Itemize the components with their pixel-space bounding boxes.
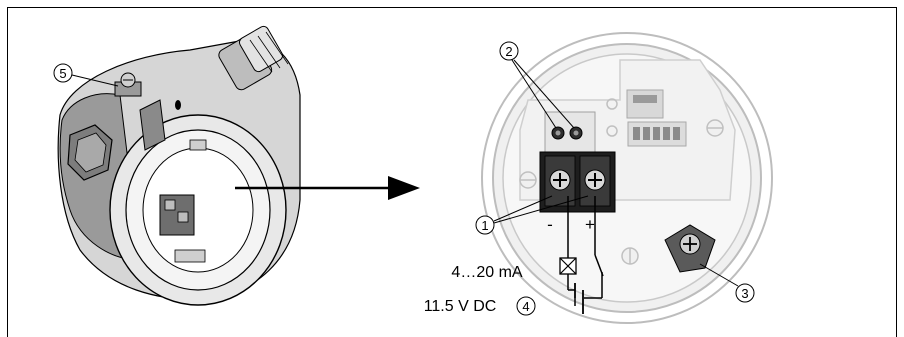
callout-4: 4 (516, 296, 536, 316)
dip-switch (627, 121, 687, 147)
current-label: 4…20 mA (451, 264, 522, 281)
svg-text:3: 3 (741, 286, 748, 301)
voltage-label: 11.5 V DC (424, 298, 497, 315)
wiring: - + 4…20 mA 11.5 V DC 4 (424, 196, 604, 316)
cable-gland (218, 25, 289, 91)
terminal-block (539, 151, 616, 213)
terminal-compartment (481, 32, 773, 324)
plus-label: + (585, 215, 595, 234)
battery-symbol (574, 283, 584, 314)
minus-label: - (547, 215, 553, 234)
svg-text:5: 5 (59, 66, 66, 81)
svg-text:1: 1 (481, 218, 488, 233)
detail-arrow (235, 176, 420, 200)
blind-plug (67, 124, 113, 181)
test-sockets (544, 111, 596, 153)
ground-screw (664, 224, 716, 273)
callout-5: 5 (53, 63, 119, 87)
svg-text:2: 2 (505, 44, 512, 59)
housing-screw (114, 72, 142, 97)
svg-text:4: 4 (522, 299, 529, 314)
housing-illustration (57, 25, 301, 306)
callout-1: 1 (475, 195, 589, 235)
callout-2: 2 (499, 41, 575, 129)
callout-3: 3 (699, 263, 755, 303)
figure-frame (7, 7, 897, 337)
